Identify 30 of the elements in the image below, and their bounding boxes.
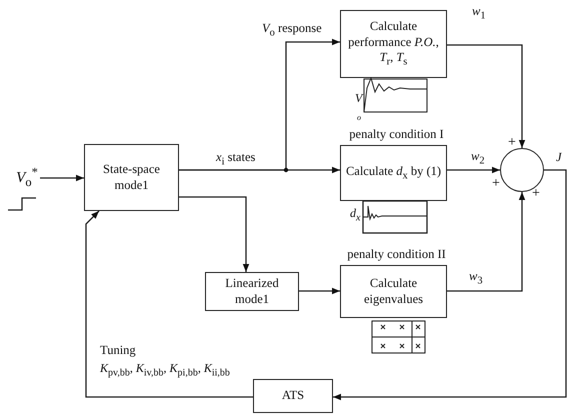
process-box xyxy=(340,10,447,78)
axis-label: o xyxy=(357,114,361,123)
plus-sign: + xyxy=(508,135,516,150)
process-box xyxy=(84,144,179,211)
box-heading: penalty condition I xyxy=(348,127,445,143)
arrow xyxy=(179,166,340,174)
arrow xyxy=(447,44,526,148)
arrow xyxy=(447,166,500,174)
axis-label: V xyxy=(355,92,362,106)
arrow xyxy=(447,192,526,292)
arrow xyxy=(179,196,250,272)
edge-label: V$_{o}$ response xyxy=(262,22,322,39)
process-box xyxy=(253,379,333,413)
arrow xyxy=(333,169,567,400)
box-text: State-space mode1 xyxy=(102,162,161,194)
tuning-label: Tuning xyxy=(100,344,136,358)
arrow xyxy=(299,288,340,294)
box-text: Linearized mode1 xyxy=(224,276,280,308)
box-heading: penalty condition II xyxy=(346,247,447,263)
gain-list: K$_{pv,bb}$, K$_{iv,bb}$, K$_{pi,bb}$, K$_{ii,bb}$ xyxy=(100,362,230,378)
box-text: Calculate performance P.O., T$_{r}$, T$_{s}$ xyxy=(347,19,440,69)
box-text: Calculate eigenvalues xyxy=(362,276,424,308)
process-box xyxy=(205,272,299,311)
box-text: ATS xyxy=(280,388,306,404)
arrow xyxy=(40,174,84,182)
arrow xyxy=(85,210,253,398)
plus-sign: + xyxy=(532,186,540,202)
plus-sign: + xyxy=(492,176,500,192)
axis-label: d$_{x}$ xyxy=(350,207,360,224)
box-text: Calculate d$_{x}$ by (1) xyxy=(344,164,442,182)
